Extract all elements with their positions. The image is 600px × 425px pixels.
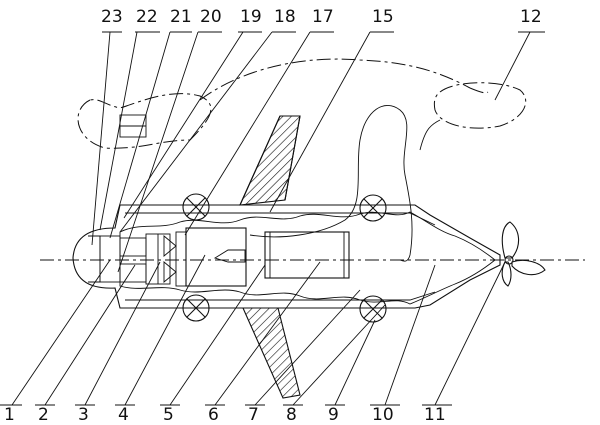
label-6: 6 <box>208 405 219 425</box>
bottom-leaders <box>11 254 506 406</box>
label-15: 15 <box>372 7 394 27</box>
label-23: 23 <box>101 7 123 27</box>
upper-wing <box>239 115 301 206</box>
label-12: 12 <box>520 7 542 27</box>
thruster-top-right <box>359 194 387 222</box>
propeller <box>501 221 546 287</box>
thruster-bottom-right <box>359 295 387 323</box>
label-4: 4 <box>118 405 129 425</box>
label-2: 2 <box>38 405 49 425</box>
label-9: 9 <box>328 405 339 425</box>
hull-outline <box>72 204 501 309</box>
label-19: 19 <box>240 7 262 27</box>
label-17: 17 <box>312 7 334 27</box>
label-18: 18 <box>274 7 296 27</box>
top-leaders <box>91 31 531 273</box>
control-box <box>185 227 247 287</box>
label-22: 22 <box>136 7 158 27</box>
label-8: 8 <box>286 405 297 425</box>
thruster-bottom-left <box>182 294 210 322</box>
center-tank <box>264 231 350 279</box>
label-7: 7 <box>248 405 259 425</box>
lower-wing <box>242 307 301 399</box>
label-5: 5 <box>163 405 174 425</box>
inner-envelope <box>119 211 496 305</box>
label-21: 21 <box>170 7 192 27</box>
buoy-body <box>433 82 527 129</box>
label-11: 11 <box>424 405 446 425</box>
label-3: 3 <box>78 405 89 425</box>
label-10: 10 <box>372 405 394 425</box>
label-20: 20 <box>200 7 222 27</box>
dashed-tether <box>77 93 212 149</box>
label-1: 1 <box>4 405 15 425</box>
thruster-top-left <box>182 193 210 221</box>
